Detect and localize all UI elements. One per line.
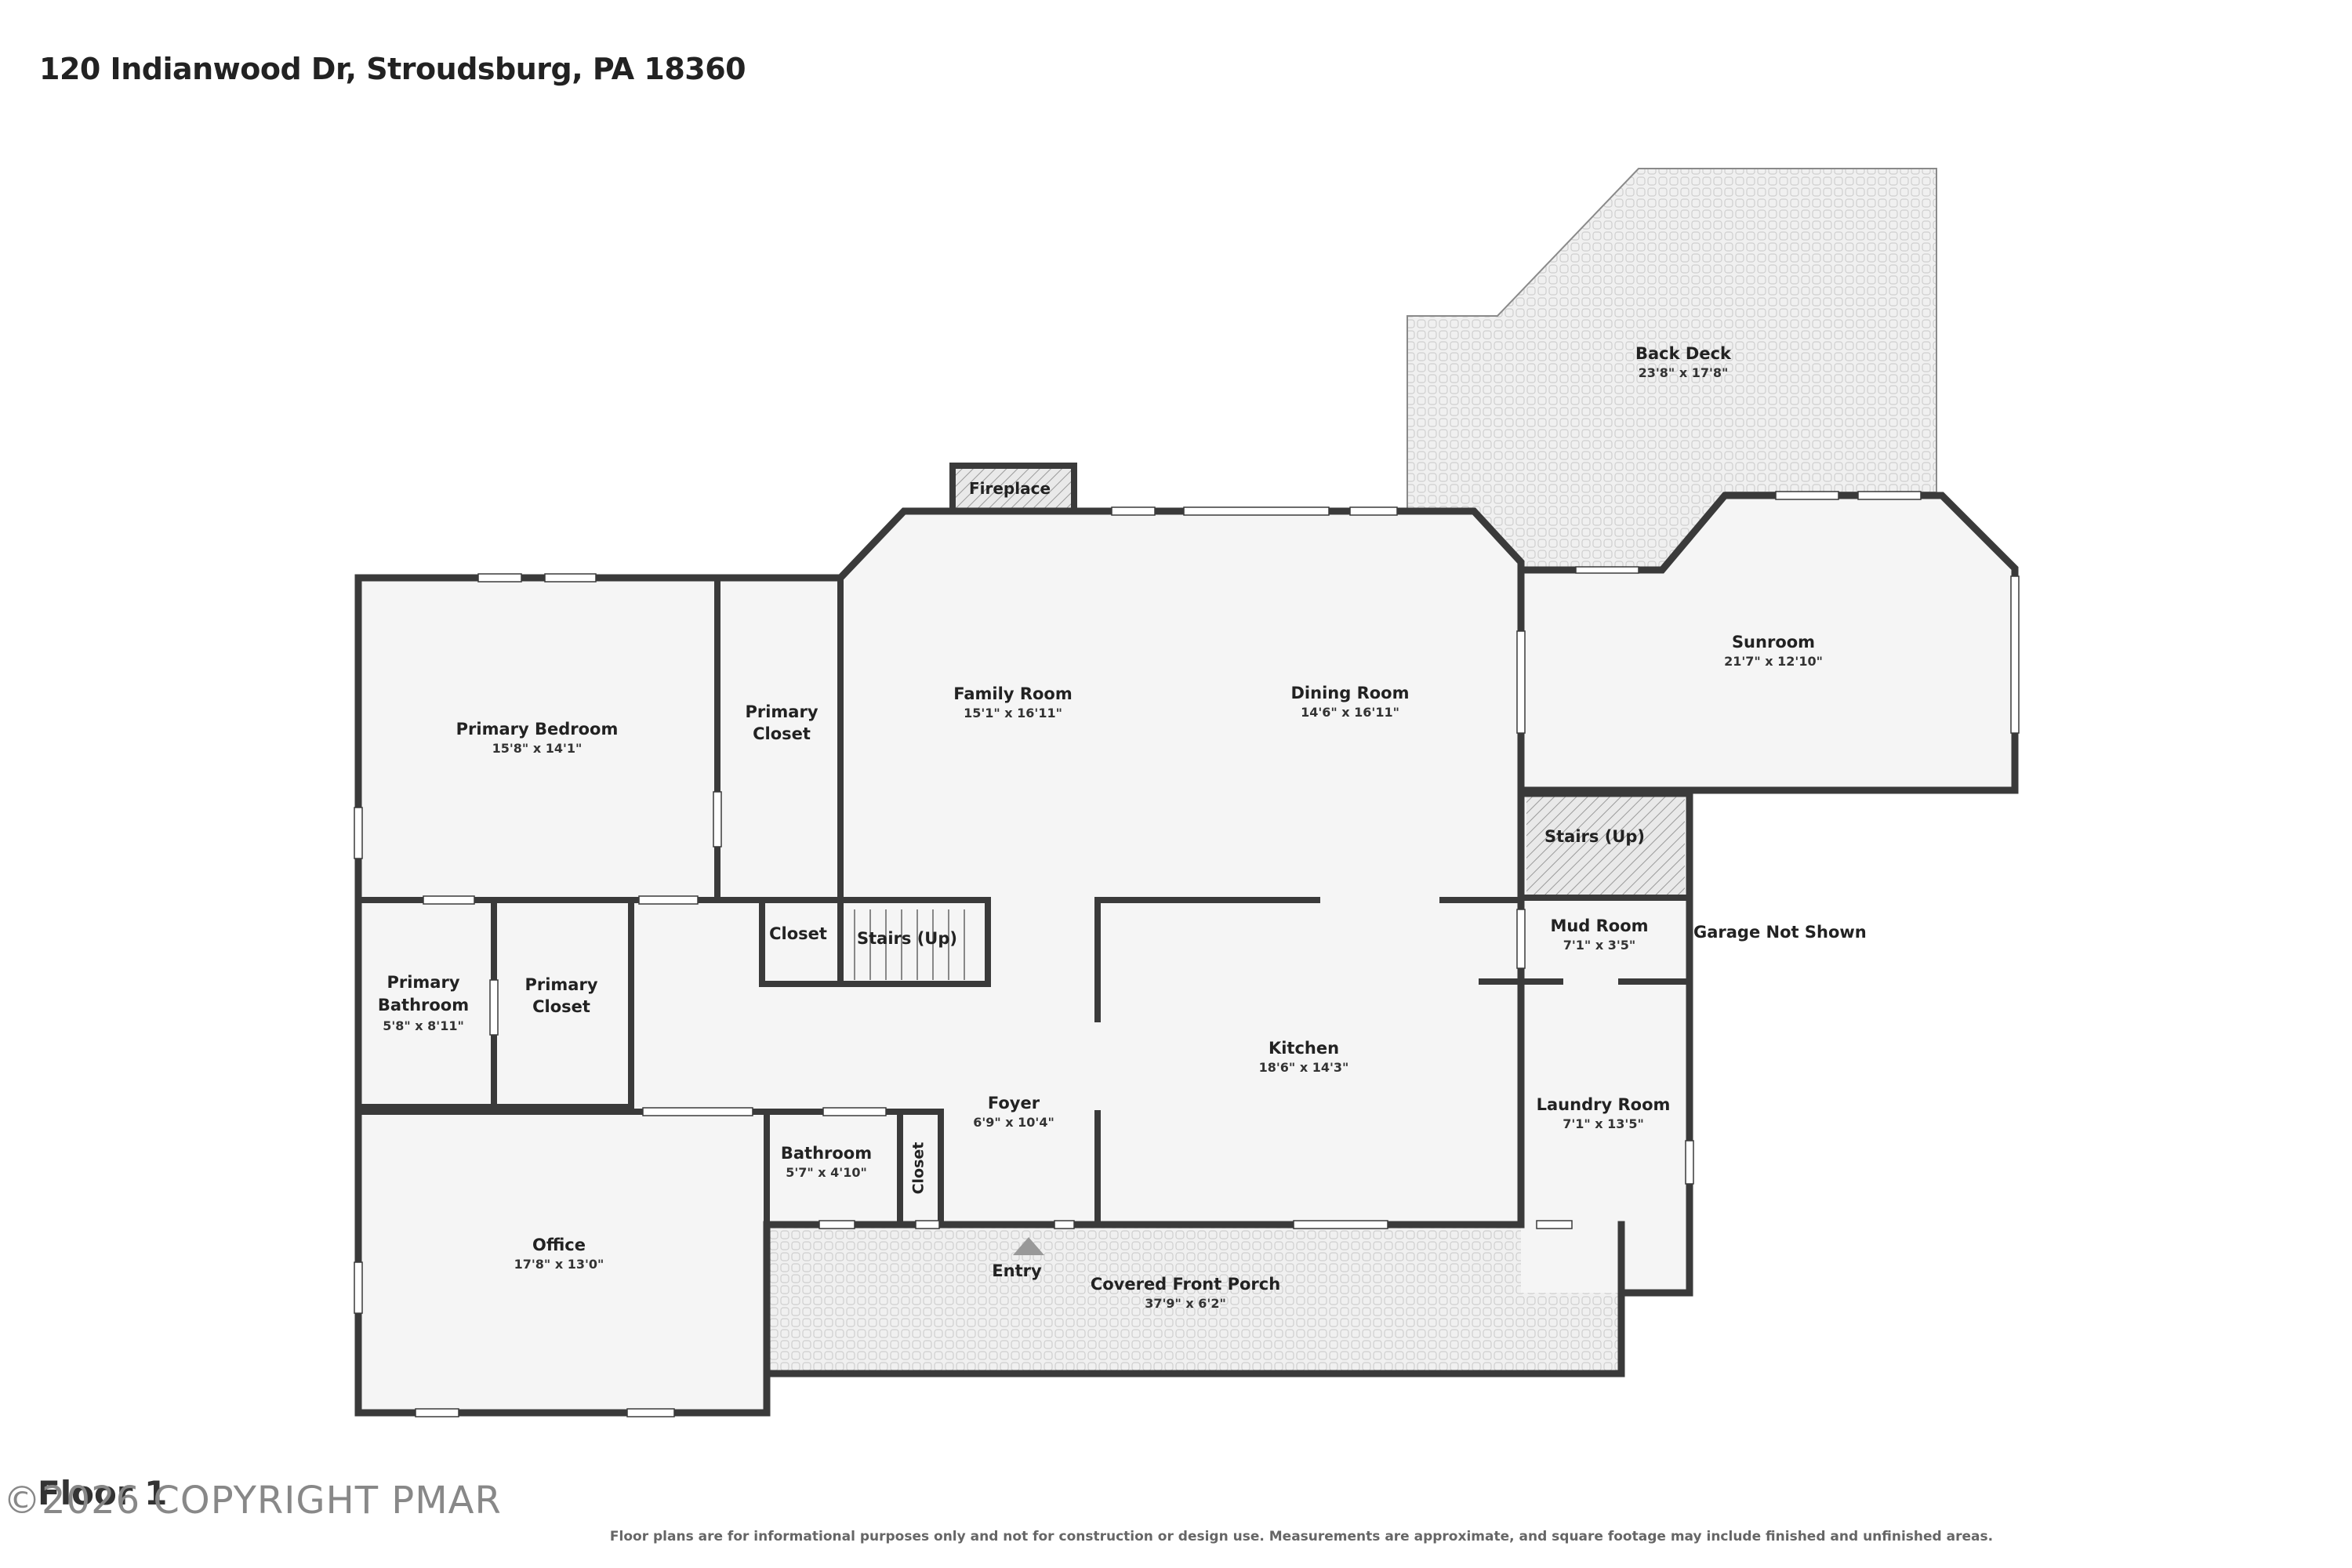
fireplace-box	[949, 463, 1077, 514]
covered-front-porch-dims: 37'9" x 6'2"	[1145, 1296, 1226, 1311]
primary-bathroom-label-1: Primary	[387, 973, 459, 992]
dining-room-dims: 14'6" x 16'11"	[1301, 705, 1399, 720]
foyer-dims: 6'9" x 10'4"	[973, 1115, 1054, 1130]
primary-bedroom-dims: 15'8" x 14'1"	[492, 741, 583, 756]
disclaimer: Floor plans are for informational purpos…	[609, 1529, 1994, 1544]
garage-note-label: Garage Not Shown	[1693, 923, 1867, 942]
back-deck-label: Back Deck	[1635, 344, 1732, 363]
primary-closet-1-label-1: Primary	[745, 702, 818, 721]
stairs-up-2-hatch	[1526, 796, 1685, 898]
back-deck-dims: 23'8" x 17'8"	[1639, 365, 1729, 380]
office-label: Office	[532, 1236, 586, 1254]
stairs-up-2-label: Stairs (Up)	[1544, 827, 1645, 846]
kitchen-label: Kitchen	[1269, 1039, 1339, 1058]
porch-area	[765, 1223, 1623, 1375]
entry-arrow	[1013, 1237, 1044, 1255]
sunroom-dims: 21'7" x 12'10"	[1724, 654, 1823, 669]
dining-room-label: Dining Room	[1291, 684, 1410, 702]
page-title: 120 Indianwood Dr, Stroudsburg, PA 18360	[39, 52, 746, 86]
primary-closet-1-label-2: Closet	[753, 724, 811, 743]
foyer-label: Foyer	[988, 1094, 1040, 1112]
primary-bathroom-dims: 5'8" x 8'11"	[383, 1018, 464, 1033]
primary-closet-2-label-1: Primary	[524, 975, 597, 994]
sunroom-area	[1521, 495, 2015, 790]
entry-label: Entry	[992, 1261, 1042, 1280]
sunroom-label: Sunroom	[1732, 633, 1815, 652]
fireplace-label: Fireplace	[969, 479, 1051, 498]
family-room-dims: 15'1" x 16'11"	[964, 706, 1062, 720]
primary-bedroom-label: Primary Bedroom	[456, 720, 619, 739]
primary-bathroom-label-2: Bathroom	[378, 996, 469, 1014]
laundry-room-label: Laundry Room	[1537, 1095, 1671, 1114]
right-wing-wall	[1517, 789, 1693, 1297]
bathroom-label: Bathroom	[781, 1144, 872, 1163]
office-dims: 17'8" x 13'0"	[514, 1257, 604, 1272]
family-room-label: Family Room	[953, 684, 1072, 703]
windows	[354, 491, 2020, 1417]
mud-room-label: Mud Room	[1550, 916, 1648, 935]
stairs-up-1-label: Stairs (Up)	[857, 929, 957, 948]
bathroom-dims: 5'7" x 4'10"	[786, 1165, 867, 1180]
mud-room-dims: 7'1" x 3'5"	[1563, 938, 1635, 953]
stairs-up-1-treads	[854, 909, 965, 980]
primary-closet-2-label-2: Closet	[532, 997, 590, 1016]
covered-front-porch-label: Covered Front Porch	[1091, 1275, 1280, 1294]
kitchen-dims: 18'6" x 14'3"	[1259, 1060, 1349, 1075]
floor-area	[358, 511, 1521, 1413]
floor-label: Floor 1	[38, 1474, 168, 1512]
laundry-room-dims: 7'1" x 13'5"	[1563, 1116, 1644, 1131]
copyright-watermark: ©2026 COPYRIGHT PMAR	[3, 1479, 502, 1523]
closet-1-label: Closet	[769, 924, 827, 943]
sunroom-wall	[1517, 492, 2019, 794]
closet-2-label: Closet	[910, 1142, 927, 1195]
